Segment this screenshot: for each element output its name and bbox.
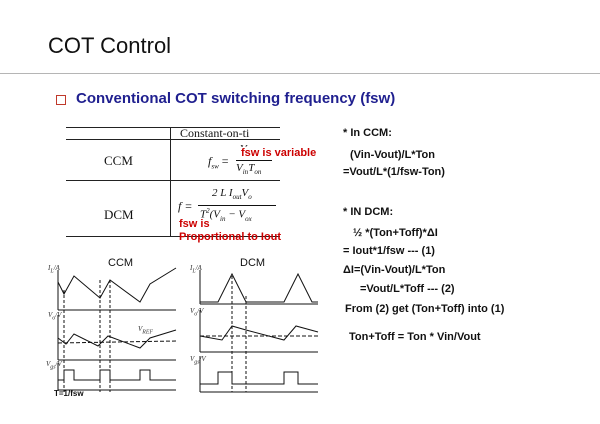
ccm-eq-line1: (Vin-Vout)/L*Ton: [350, 149, 435, 161]
dcm-eq-line5: From (2) get (Ton+Toff) into (1): [345, 303, 505, 315]
ccm-il-axis-label: IL/A: [48, 264, 60, 275]
dcm-formula: f = 2 L IoutVo T2(Vin − Vox: [178, 187, 278, 231]
result-equation: Ton+Toff = Ton * Vin/Vout: [349, 331, 481, 343]
dcm-eq-line3: ΔI=(Vin-Vout)/L*Ton: [343, 264, 446, 276]
dcm-il-axis-label: IL/A: [190, 264, 202, 275]
dcm-formula-lhs: f =: [178, 199, 193, 213]
ccm-formula-den2: T: [248, 162, 255, 174]
table-bottom-border: [66, 236, 280, 237]
dcm-formula-den-in: in: [220, 214, 226, 223]
ccm-vgs-axis-label: Vgs/V: [46, 360, 62, 371]
dcm-inductor-current: [200, 272, 318, 303]
ccm-formula-den2-sub: on: [254, 168, 262, 177]
dcm-formula-den-minus: − V: [225, 208, 246, 221]
ccm-waveform-label: CCM: [108, 257, 134, 269]
dcm-eq-line1: ½ *(Ton+Toff)*ΔI: [353, 227, 438, 239]
dcm-formula-num-v: V: [241, 187, 249, 199]
table-header-cell: Constant-on-ti: [180, 126, 250, 140]
dcm-output-voltage: [199, 325, 319, 341]
ccm-note: fsw is variable: [240, 147, 318, 159]
dcm-formula-num-sub: out: [232, 193, 242, 202]
dcm-eq-line2: = Iout*1/fsw --- (1): [343, 245, 435, 257]
ccm-header: * In CCM:: [343, 127, 392, 139]
dcm-eq-line4: =Vout/L*Toff --- (2): [360, 283, 455, 295]
table-mid-border: [66, 180, 280, 181]
ccm-output-voltage: [57, 329, 177, 349]
dcm-formula-num: 2 L I: [212, 187, 233, 199]
ccm-inductor-current: [57, 267, 177, 303]
slide-subtitle: Conventional COT switching frequency (fs…: [76, 90, 396, 107]
table-column-divider: [170, 127, 171, 237]
dcm-gate-signal: [200, 371, 318, 385]
dcm-formula-den-rest: (V: [209, 208, 221, 221]
ccm-vref-line: [57, 340, 177, 344]
ccm-formula-den: V: [236, 162, 243, 174]
ccm-fraction-bar: [236, 160, 272, 161]
period-label: T=1/fsw: [54, 389, 84, 398]
dcm-waveform-label: DCM: [240, 257, 266, 269]
ccm-formula-lhs-sub: sw: [211, 162, 219, 171]
formula-table: Constant-on-ti CCM DCM fsw = Vo VinTon f…: [66, 126, 280, 237]
ccm-vref-label: VREF: [138, 325, 153, 336]
dcm-note-line1: fsw is: [179, 218, 210, 230]
dcm-formula-num-v-sub: o: [248, 193, 252, 202]
ccm-formula-lhs: f: [208, 154, 212, 168]
ccm-formula-den-sub: in: [242, 168, 249, 177]
slide-title: COT Control: [48, 33, 172, 58]
title-divider: [0, 73, 600, 74]
bullet-square-icon: [56, 95, 66, 105]
ccm-gate-signal: [58, 369, 176, 381]
dcm-formula-den: T: [200, 208, 207, 221]
dcm-vgs-axis-label: Vgs/V: [190, 355, 206, 366]
dcm-header: * IN DCM:: [343, 206, 394, 218]
ccm-eq-line2: =Vout/L*(1/fsw-Ton): [343, 166, 445, 178]
dcm-fraction-bar: [198, 205, 276, 206]
dcm-formula-den-sup: 2: [206, 207, 210, 215]
dcm-note-line2: Proportional to Iout: [179, 231, 282, 243]
table-row-dcm-label: DCM: [104, 207, 134, 222]
table-row-ccm-label: CCM: [104, 153, 133, 168]
table-top-border: [66, 127, 280, 128]
table-header-border: [66, 139, 280, 140]
dcm-formula-den-out: ox: [245, 214, 252, 223]
